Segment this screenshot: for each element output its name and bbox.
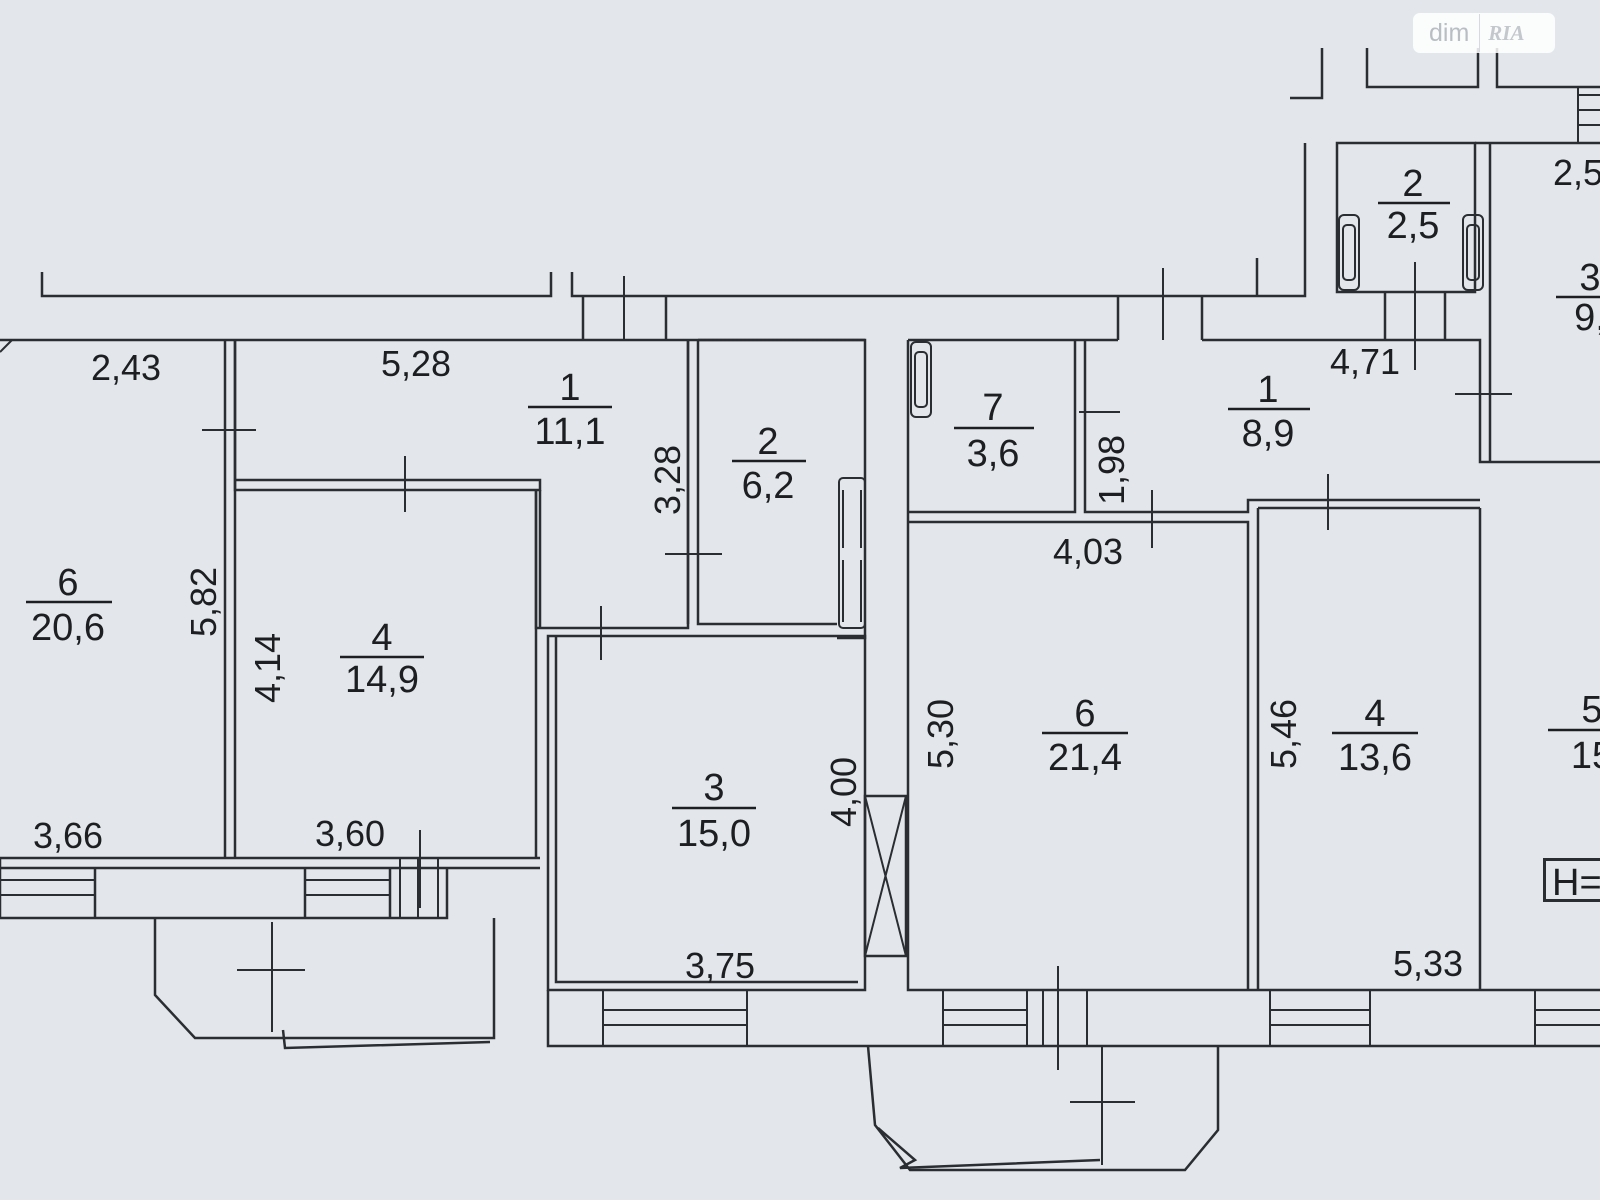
- room-6b-label: 6 21,4: [1042, 693, 1128, 779]
- room-6-label: 6 20,6: [26, 562, 112, 649]
- dim-2-5: 2,5: [1553, 152, 1600, 193]
- svg-text:3: 3: [703, 767, 724, 809]
- svg-text:9,: 9,: [1574, 297, 1600, 339]
- dim-5-28: 5,28: [381, 343, 451, 384]
- svg-text:20,6: 20,6: [31, 607, 105, 649]
- svg-text:2: 2: [1402, 163, 1423, 205]
- svg-text:6,2: 6,2: [742, 465, 795, 507]
- svg-text:2: 2: [757, 421, 778, 463]
- room-1-label: 1 11,1: [528, 367, 612, 453]
- dim-4-03: 4,03: [1053, 531, 1123, 572]
- dim-3-66: 3,66: [33, 815, 103, 856]
- svg-text:2,5: 2,5: [1387, 205, 1440, 247]
- svg-text:11,1: 11,1: [534, 411, 605, 453]
- dim-3-28: 3,28: [647, 445, 688, 515]
- svg-text:4: 4: [371, 617, 392, 659]
- room-labels: 6 20,6 1 11,1 4 14,9 2 6,2 3 15,0 7 3,6: [26, 163, 1600, 855]
- svg-text:8,9: 8,9: [1242, 413, 1295, 455]
- watermark-text: dim: [1429, 18, 1470, 47]
- svg-text:3: 3: [1579, 257, 1600, 299]
- svg-text:5: 5: [1581, 689, 1600, 731]
- dim-1-98: 1,98: [1091, 435, 1132, 505]
- svg-text:1: 1: [1257, 369, 1278, 411]
- dim-5-30: 5,30: [920, 699, 961, 769]
- dim-3-60: 3,60: [315, 813, 385, 854]
- room-2-label: 2 6,2: [732, 421, 806, 507]
- dim-3-75: 3,75: [685, 945, 755, 986]
- svg-text:6: 6: [57, 562, 78, 604]
- room-5b-label: 5 15: [1548, 689, 1600, 777]
- walls: [0, 48, 1600, 1172]
- ceiling-height-box: H=: [1543, 858, 1600, 904]
- dim-2-43: 2,43: [91, 347, 161, 388]
- room-2b-label: 2 2,5: [1378, 163, 1450, 247]
- watermark-divider: [1479, 14, 1481, 52]
- dim-4-00: 4,00: [823, 757, 864, 827]
- room-4b-label: 4 13,6: [1332, 693, 1418, 779]
- svg-text:1: 1: [559, 367, 580, 409]
- dim-5-46: 5,46: [1263, 699, 1304, 769]
- watermark: dim RIA: [1413, 13, 1555, 53]
- dim-4-14: 4,14: [247, 633, 288, 703]
- room-3b-label: 3 9,: [1556, 257, 1600, 339]
- svg-text:15: 15: [1571, 735, 1600, 777]
- svg-text:4: 4: [1364, 693, 1385, 735]
- svg-text:15,0: 15,0: [677, 813, 751, 855]
- dim-5-33: 5,33: [1393, 943, 1463, 984]
- room-3-label: 3 15,0: [672, 767, 756, 855]
- svg-text:7: 7: [982, 387, 1003, 429]
- room-1b-label: 1 8,9: [1228, 369, 1310, 455]
- room-4-label: 4 14,9: [340, 617, 424, 701]
- dimension-labels: 2,43 5,28 3,28 5,82 4,14 3,66 3,60 4,00 …: [33, 152, 1600, 986]
- dim-5-82: 5,82: [183, 567, 224, 637]
- svg-text:6: 6: [1074, 693, 1095, 735]
- svg-text:14,9: 14,9: [345, 659, 419, 701]
- ria-logo-icon: RIA: [1488, 20, 1525, 45]
- svg-text:21,4: 21,4: [1048, 737, 1122, 779]
- room-7-label: 7 3,6: [954, 387, 1034, 475]
- dim-4-71: 4,71: [1330, 341, 1400, 382]
- svg-text:13,6: 13,6: [1338, 737, 1412, 779]
- svg-text:3,6: 3,6: [967, 433, 1020, 475]
